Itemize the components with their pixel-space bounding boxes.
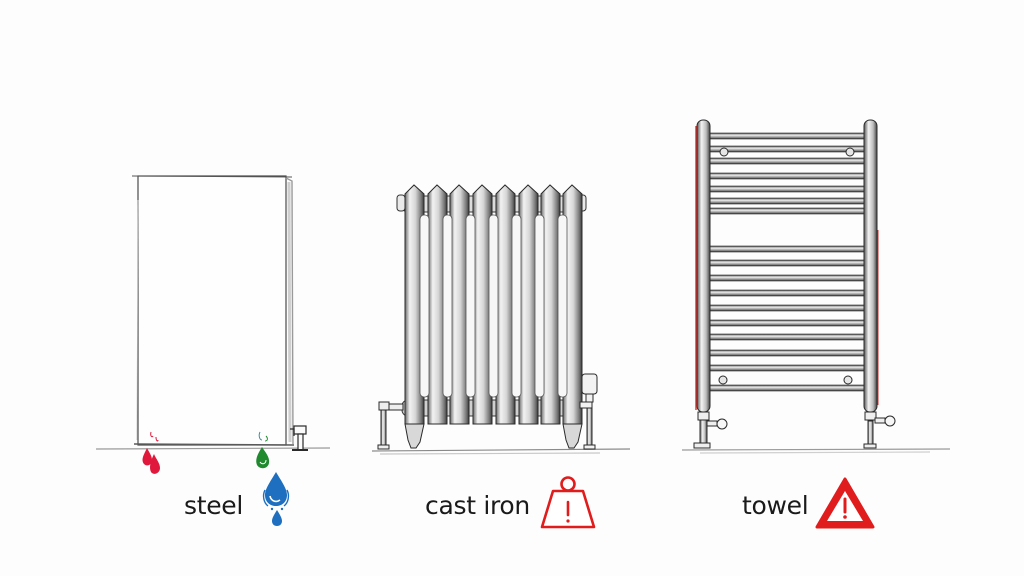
towel-rail-radiator	[693, 119, 896, 449]
towel-left-valve	[693, 411, 728, 449]
heavy-weight-warning-icon	[540, 476, 596, 529]
warning-triangle-icon	[815, 477, 875, 529]
cast-iron-left-valve	[377, 401, 404, 450]
steel-label: steel	[184, 491, 244, 520]
water-drop-icon	[262, 472, 290, 526]
red-drops	[142, 431, 160, 474]
cast-iron-thermostatic-valve	[579, 373, 598, 450]
floor-lines	[95, 447, 951, 455]
cast-iron-label: cast iron	[425, 491, 530, 520]
steel-panel-radiator	[131, 175, 308, 474]
towel-label: towel	[742, 491, 809, 520]
towel-right-valve	[863, 411, 896, 449]
cast-iron-radiator	[377, 184, 598, 450]
green-drop	[256, 431, 270, 469]
steel-valve	[290, 425, 308, 451]
